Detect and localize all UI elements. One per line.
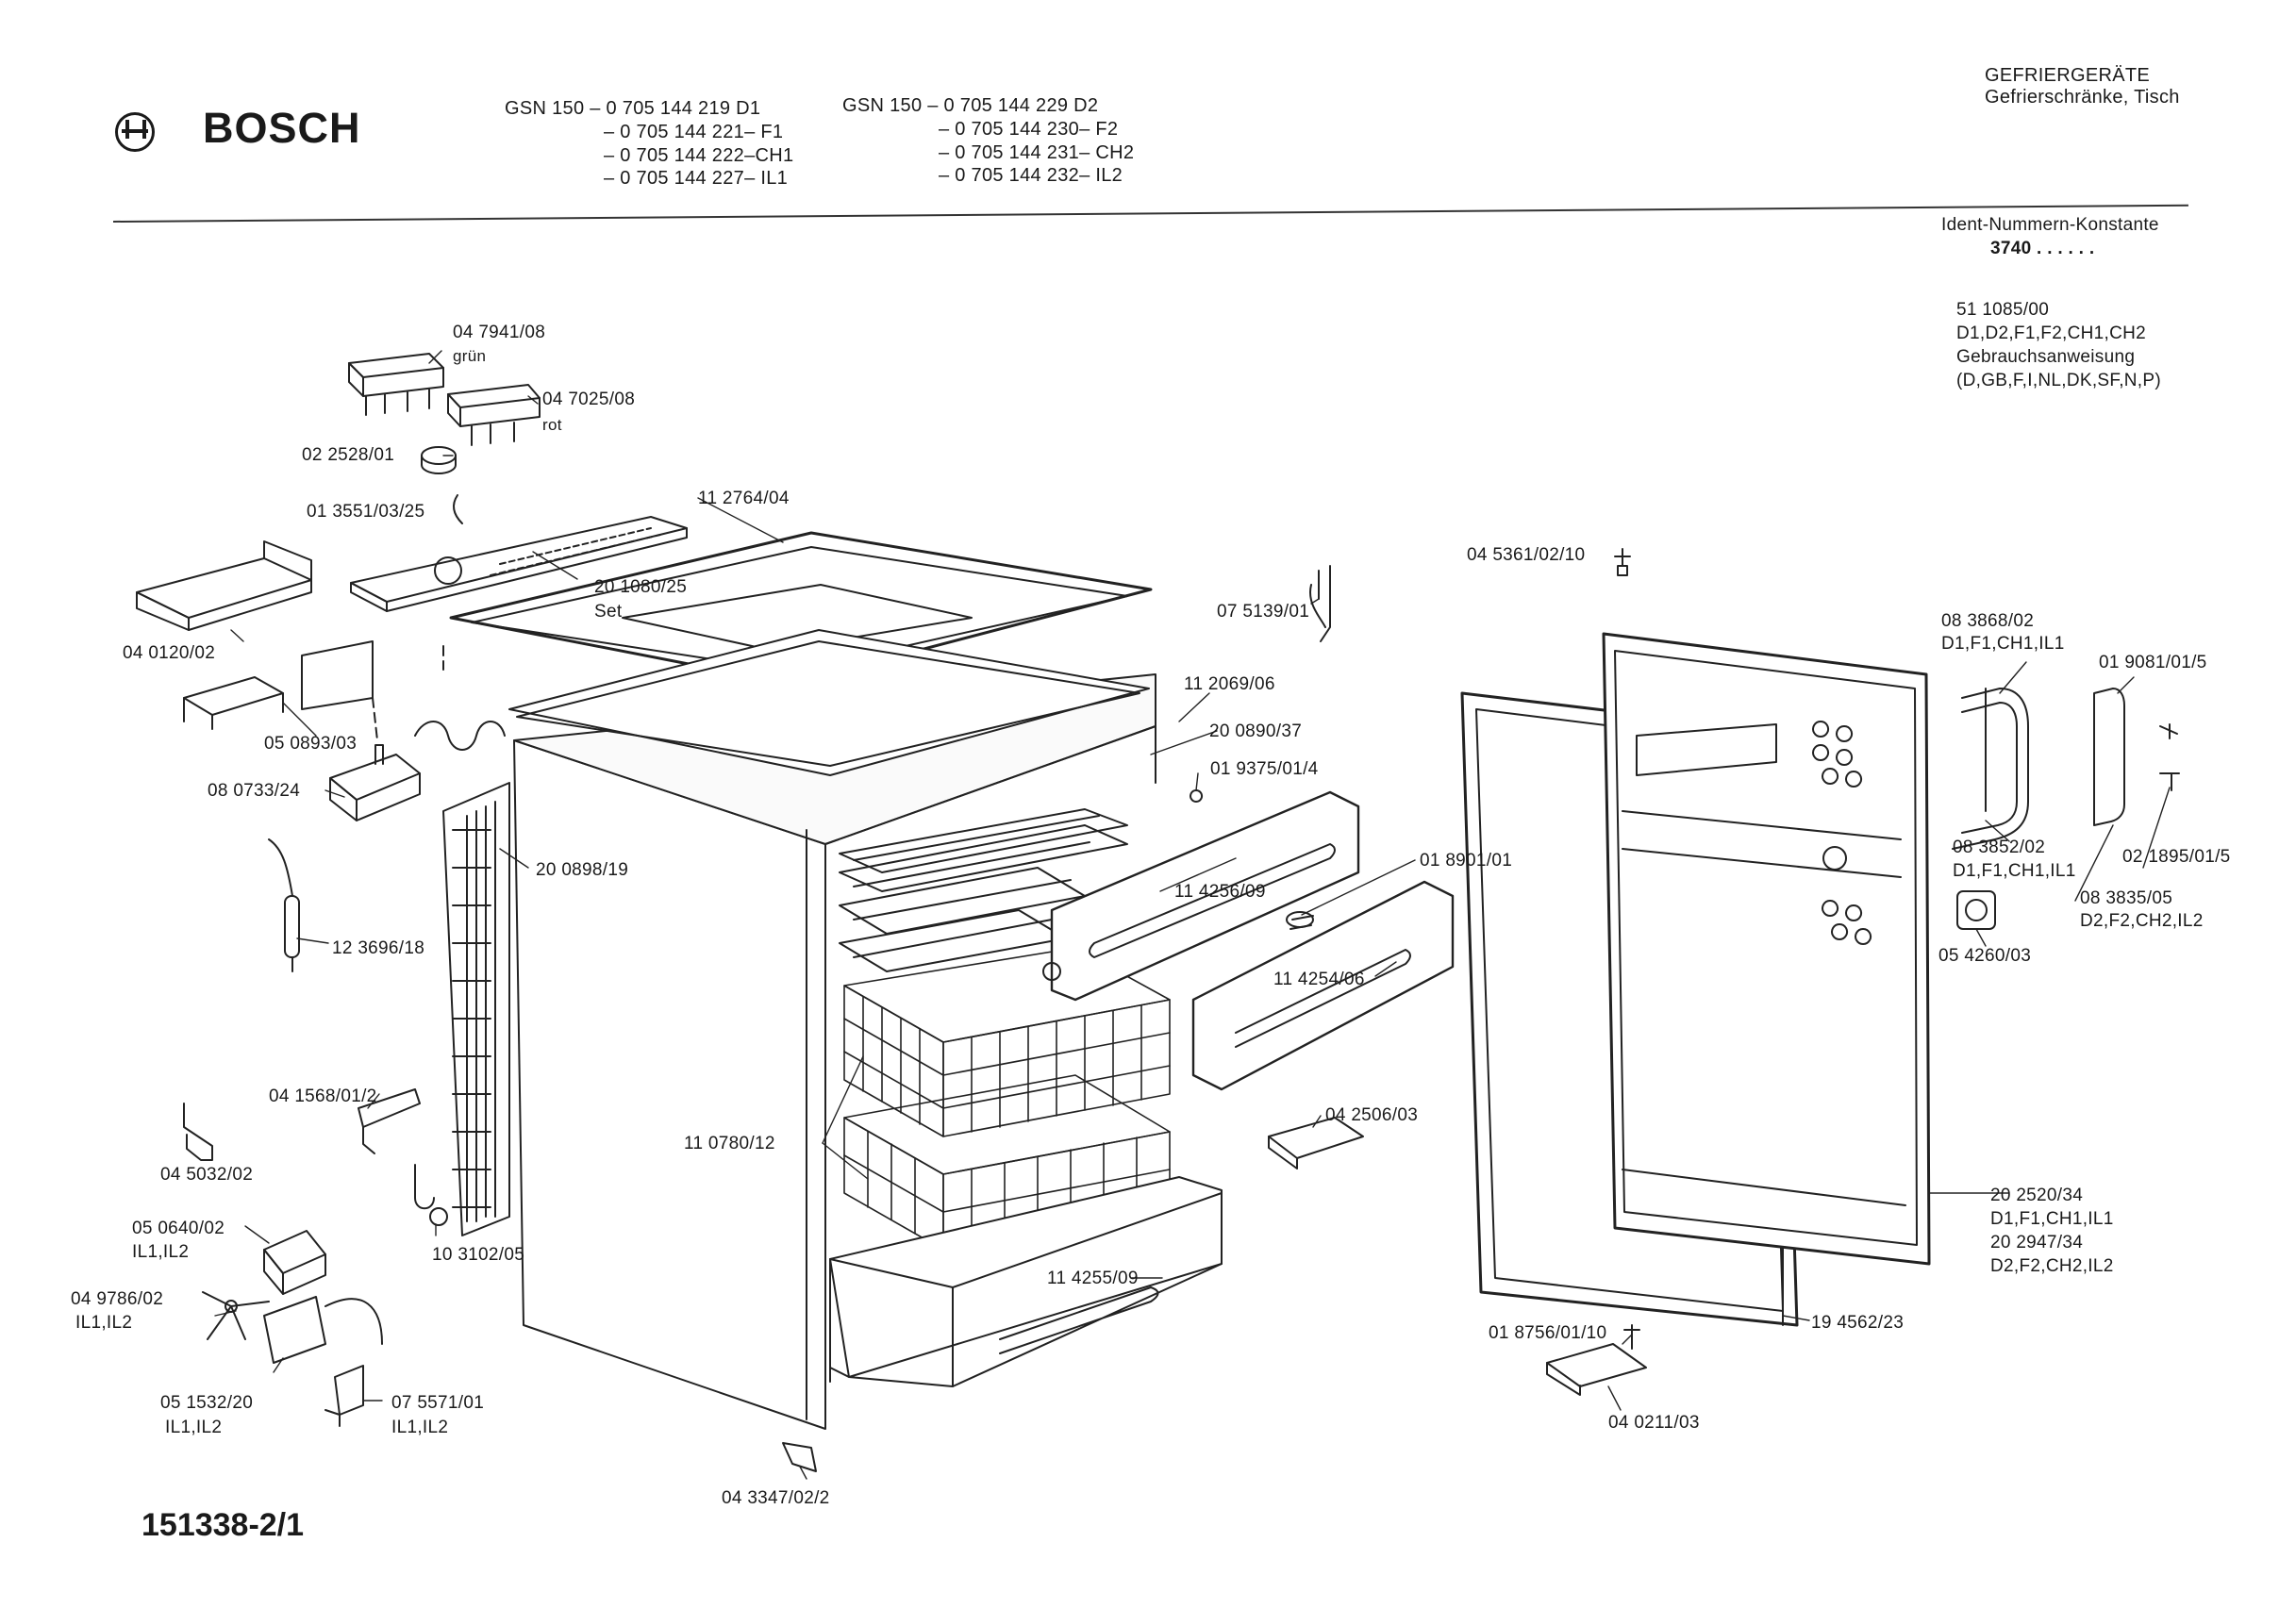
door-handle — [1952, 688, 2029, 850]
part-label: 02 1895/01/5 — [2122, 847, 2231, 867]
part-label-note: rot — [542, 416, 562, 434]
part-label: 10 3102/05 — [432, 1245, 525, 1265]
part-label-note: IL1,IL2 — [75, 1313, 133, 1333]
part-label: 01 9375/01/4 — [1210, 759, 1319, 779]
temperature-sensor — [268, 838, 300, 972]
part-label: 11 4255/09 — [1047, 1269, 1139, 1288]
part-label: 01 8756/01/10 — [1489, 1323, 1607, 1343]
part-label-note: grün — [453, 347, 487, 365]
part-label: 04 3347/02/2 — [722, 1488, 830, 1508]
part-label: 04 0211/03 — [1608, 1413, 1700, 1433]
model-line: – 0 705 144 232– IL2 — [939, 165, 1123, 186]
part-label: 05 4260/03 — [1938, 946, 2032, 966]
freezer-flap-lower — [1191, 880, 1455, 1091]
thermostat-assembly — [183, 640, 506, 821]
part-label: 01 3551/03/25 — [307, 502, 425, 522]
part-label: 12 3696/18 — [332, 938, 425, 958]
part-label: 01 8901/01 — [1420, 851, 1513, 871]
drawer — [829, 1176, 1223, 1387]
part-label-note: IL1,IL2 — [132, 1242, 190, 1262]
part-label: 07 5139/01 — [1217, 602, 1310, 622]
part-label-note: D1,F1,CH1,IL1 — [1990, 1209, 2114, 1229]
manual-title: Gebrauchsanweisung — [1956, 347, 2136, 367]
part-label: 08 3868/02 — [1941, 611, 2035, 631]
part-label: 04 2506/03 — [1325, 1105, 1419, 1125]
part-label: 11 0780/12 — [684, 1134, 775, 1153]
glass-shelf — [508, 629, 1150, 776]
part-label: 04 5032/02 — [160, 1165, 254, 1185]
condenser-coil — [442, 782, 510, 1236]
freezer-flap-upper — [1042, 790, 1360, 1002]
part-label: 11 2069/06 — [1184, 674, 1275, 694]
hinges-and-screws — [1190, 548, 1647, 1396]
document-number: 151338-2/1 — [141, 1507, 305, 1543]
part-label: 11 4256/09 — [1174, 882, 1266, 902]
part-label: 08 0733/24 — [208, 781, 301, 801]
model-line: – 0 705 144 221– F1 — [604, 122, 784, 142]
indicator-lamps — [348, 353, 541, 524]
part-label: 04 9786/02 — [71, 1289, 164, 1309]
part-label: 20 0898/19 — [536, 860, 629, 880]
part-label: 20 1080/25 — [594, 577, 688, 597]
part-label: 02 2528/01 — [302, 445, 395, 465]
part-label-note: D2,F2,CH2,IL2 — [2080, 911, 2204, 931]
part-label: 20 0890/37 — [1209, 722, 1303, 741]
wire-baskets — [843, 947, 1171, 1251]
ident-label: Ident-Nummern-Konstante — [1941, 215, 2159, 235]
category-title: GEFRIERGERÄTE — [1985, 65, 2151, 86]
manual-part-number: 51 1085/00 — [1956, 300, 2050, 320]
drip-tray — [136, 540, 312, 631]
part-label: 20 2947/34 — [1990, 1233, 2084, 1252]
lower-hardware — [183, 1088, 817, 1472]
part-label: 05 0640/02 — [132, 1219, 225, 1238]
part-label: 07 5571/01 — [391, 1393, 485, 1413]
model-line: GSN 150 – 0 705 144 219 D1 — [505, 98, 761, 119]
door-lock — [1956, 890, 1996, 930]
part-label: 04 7941/08 — [453, 323, 546, 342]
top-cover-plate — [449, 531, 1153, 686]
ident-value: 3740 . . . . . . — [1990, 239, 2095, 258]
model-line: GSN 150 – 0 705 144 229 D2 — [842, 95, 1099, 116]
part-label-note: D2,F2,CH2,IL2 — [1990, 1256, 2114, 1276]
part-label: 08 3852/02 — [1953, 838, 2046, 857]
door-panel — [1602, 632, 1931, 1266]
part-label-note: Set — [594, 602, 623, 622]
model-line: – 0 705 144 227– IL1 — [604, 168, 789, 189]
manual-variants: D1,D2,F1,F2,CH1,CH2 — [1956, 323, 2147, 343]
brand-name: BOSCH — [203, 104, 361, 152]
part-label: 01 9081/01/5 — [2099, 653, 2207, 672]
part-label: 04 5361/02/10 — [1467, 545, 1586, 565]
part-label: 08 3835/05 — [2080, 888, 2173, 908]
part-label: 05 1532/20 — [160, 1393, 254, 1413]
part-label: 04 0120/02 — [123, 643, 216, 663]
door-handle-alt — [2093, 688, 2180, 826]
leader-lines — [214, 350, 2171, 1480]
category-subtitle: Gefrierschränke, Tisch — [1985, 87, 2180, 108]
control-strip — [350, 516, 688, 612]
model-line: – 0 705 144 230– F2 — [939, 119, 1119, 140]
manual-languages: (D,GB,F,I,NL,DK,SF,N,P) — [1956, 371, 2161, 390]
part-label: 11 4254/06 — [1273, 970, 1365, 989]
part-label-note: IL1,IL2 — [165, 1418, 223, 1437]
part-label: 04 7025/08 — [542, 390, 636, 409]
model-line: – 0 705 144 231– CH2 — [939, 142, 1135, 163]
part-label-note: D1,F1,CH1,IL1 — [1953, 861, 2076, 881]
part-label: 05 0893/03 — [264, 734, 358, 754]
bosch-logo-icon — [115, 112, 155, 152]
part-label: 11 2764/04 — [698, 489, 790, 508]
part-label: 19 4562/23 — [1811, 1313, 1905, 1333]
part-label-note: IL1,IL2 — [391, 1418, 449, 1437]
part-label: 20 2520/34 — [1990, 1186, 2084, 1205]
part-label: 04 1568/01/2 — [269, 1086, 377, 1106]
model-line: – 0 705 144 222–CH1 — [604, 145, 794, 166]
part-label-note: D1,F1,CH1,IL1 — [1941, 634, 2065, 654]
